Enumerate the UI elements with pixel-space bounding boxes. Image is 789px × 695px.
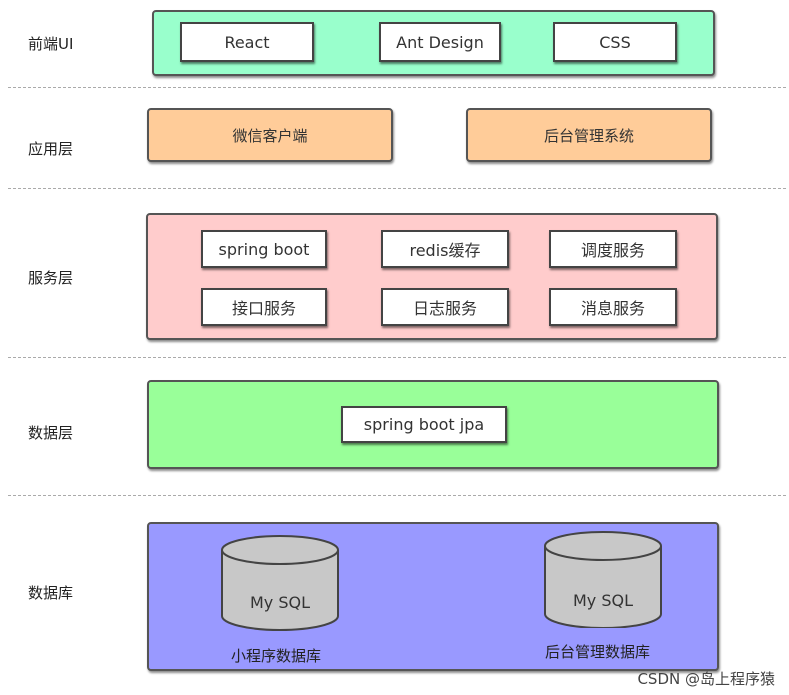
- data-item-spring-boot-jpa: spring boot jpa: [341, 406, 507, 443]
- service-item-spring-boot: spring boot: [201, 230, 327, 268]
- database-text: My SQL: [250, 593, 310, 612]
- watermark: CSDN @岛上程序猿: [637, 670, 775, 688]
- service-item-messaging: 消息服务: [549, 288, 677, 326]
- layer-label-application: 应用层: [28, 140, 74, 158]
- layer-divider: [8, 357, 786, 358]
- frontend-item-css: CSS: [553, 22, 677, 62]
- app-item-wechat-client: 微信客户端: [147, 108, 393, 162]
- database-text: My SQL: [573, 591, 633, 610]
- layer-label-frontend: 前端UI: [28, 35, 74, 53]
- app-item-admin-system: 后台管理系统: [466, 108, 712, 162]
- service-item-redis-cache: redis缓存: [381, 230, 509, 268]
- layer-label-data: 数据层: [28, 424, 74, 442]
- service-item-logging: 日志服务: [381, 288, 509, 326]
- layer-label-database: 数据库: [28, 584, 74, 602]
- service-item-scheduler: 调度服务: [549, 230, 677, 268]
- database-caption: 小程序数据库: [231, 647, 322, 665]
- database-cylinder-icon: My SQL: [544, 531, 662, 628]
- layer-divider: [8, 87, 786, 88]
- database-cylinder-icon: My SQL: [221, 535, 339, 631]
- layer-label-service: 服务层: [28, 269, 74, 287]
- layer-divider: [8, 495, 786, 496]
- layer-divider: [8, 188, 786, 189]
- frontend-item-react: React: [180, 22, 314, 62]
- service-item-api: 接口服务: [201, 288, 327, 326]
- frontend-item-ant-design: Ant Design: [379, 22, 501, 62]
- database-caption: 后台管理数据库: [545, 643, 651, 661]
